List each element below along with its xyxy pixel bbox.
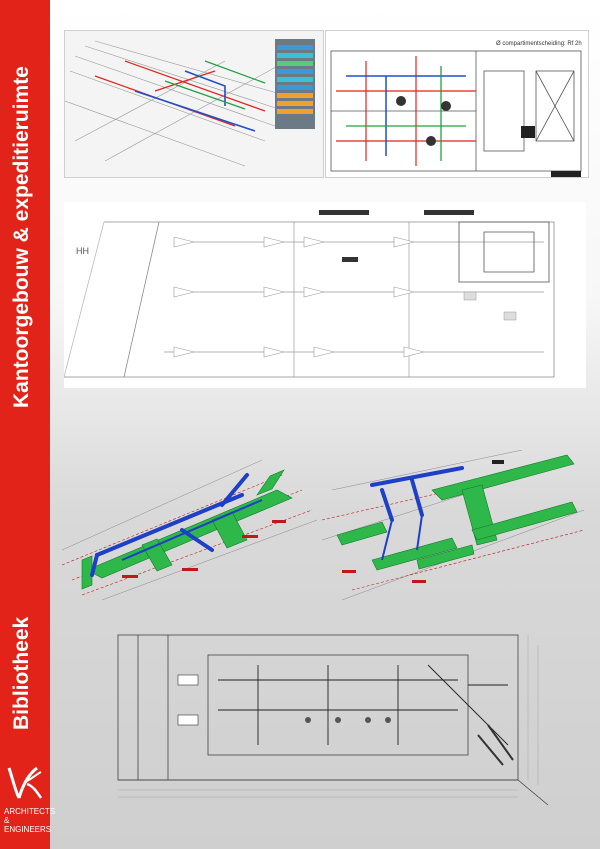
library-floor-plan xyxy=(108,625,558,810)
bim-software-screenshot xyxy=(64,30,324,178)
project-title-library: Bibliotheek xyxy=(10,616,33,730)
tagline-line-1: ARCHITECTS xyxy=(4,807,56,816)
floor-plan-ground: HH xyxy=(64,202,586,388)
installation-plan-detail: Ø compartimentscheiding: Rf 2h xyxy=(325,30,589,178)
company-tagline: ARCHITECTS & ENGINEERS xyxy=(4,807,56,834)
duct-3d-model-right xyxy=(322,450,584,600)
project-title-office: Kantoorgebouw & expeditieruimte xyxy=(10,66,33,408)
vk-logo-icon xyxy=(7,766,43,799)
tagline-line-2: & ENGINEERS xyxy=(4,816,52,834)
sidebar: Kantoorgebouw & expeditieruimte Biblioth… xyxy=(0,0,56,849)
hh-label: HH xyxy=(76,246,89,256)
compartment-label: Ø compartimentscheiding: Rf 2h xyxy=(496,41,582,47)
duct-3d-model-left xyxy=(62,450,317,600)
